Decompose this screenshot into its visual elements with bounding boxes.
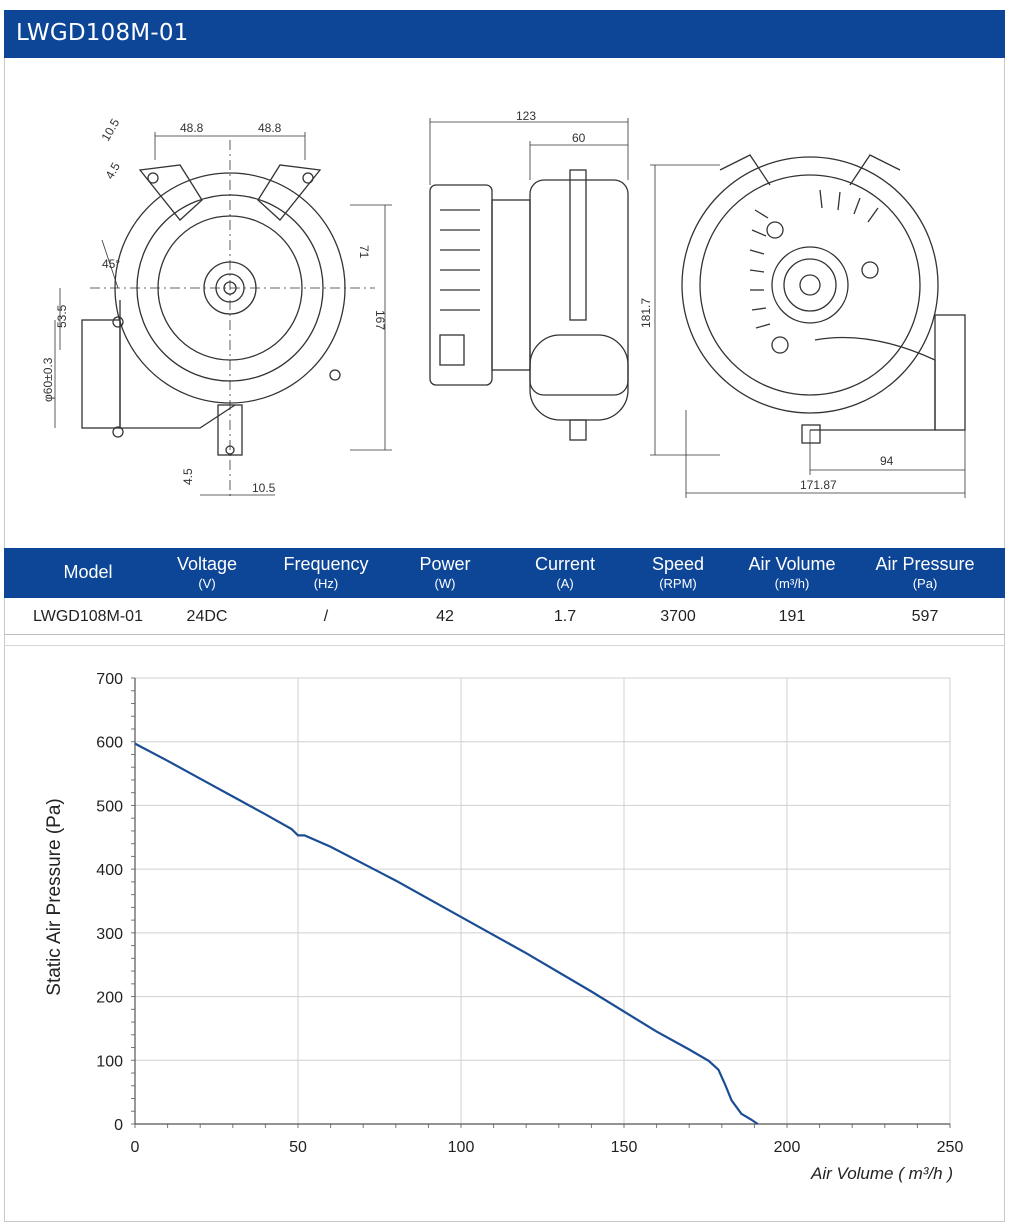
series-line <box>134 742 759 1125</box>
y-tick-label: 700 <box>96 671 123 688</box>
val-frequency: / <box>323 608 329 625</box>
dim-rear-3: 171.87 <box>800 478 837 492</box>
x-tick-label: 50 <box>289 1139 307 1156</box>
y-tick-label: 100 <box>96 1053 123 1070</box>
side-view <box>429 118 629 441</box>
dim-front-11: 10.5 <box>252 481 276 495</box>
dim-front-1: 48.8 <box>180 121 204 135</box>
dim-front-4: 4.5 <box>102 160 123 182</box>
y-tick-label: 300 <box>96 926 123 943</box>
dim-front-3: 10.5 <box>98 116 122 144</box>
dim-front-2: 48.8 <box>258 121 282 135</box>
dim-front-10: 4.5 <box>181 468 195 485</box>
val-speed: 3700 <box>660 608 696 625</box>
title-bar: LWGD108M-01 <box>4 10 1005 58</box>
spec-table-header: Model Voltage (V) Frequency (Hz) Power (… <box>4 548 1005 598</box>
dim-rear-2: 94 <box>880 454 894 468</box>
dim-front-7: 167 <box>373 310 387 330</box>
col-speed: Speed (RPM) <box>651 554 705 591</box>
y-tick-label: 500 <box>96 798 123 815</box>
val-model: LWGD108M-01 <box>33 608 143 625</box>
col-current: Current (A) <box>534 554 596 591</box>
col-air-volume: Air Volume (m³/h) <box>748 554 836 591</box>
x-tick-label: 250 <box>937 1139 964 1156</box>
front-view <box>54 132 392 500</box>
dim-side-1: 123 <box>516 109 536 123</box>
x-tick-label: 0 <box>131 1139 140 1156</box>
page-title: LWGD108M-01 <box>16 20 189 46</box>
section-divider <box>4 645 1005 646</box>
col-power: Power (W) <box>419 554 471 591</box>
val-air-volume: 191 <box>778 608 806 625</box>
rear-view <box>650 154 966 498</box>
col-frequency: Frequency (Hz) <box>283 554 369 591</box>
dim-front-6: 71 <box>357 245 371 259</box>
pq-curve-chart: 0 100 200 300 400 500 600 700 0 50 100 150 200 250 S… <box>44 671 964 1183</box>
val-current: 1.7 <box>553 608 577 625</box>
dim-rear-1: 181.7 <box>639 298 653 328</box>
col-air-pressure: Air Pressure (Pa) <box>875 554 975 591</box>
col-model: Model <box>63 562 113 582</box>
y-tick-label: 0 <box>114 1117 123 1134</box>
x-axis-label: Air Volume ( m³/h ) <box>810 1164 953 1183</box>
y-tick-label: 600 <box>96 735 123 752</box>
col-voltage: Voltage (V) <box>176 554 238 591</box>
y-tick-label: 400 <box>96 862 123 879</box>
dim-side-2: 60 <box>572 131 586 145</box>
dim-front-9: φ60±0.3 <box>41 357 55 402</box>
val-power: 42 <box>436 608 454 625</box>
x-tick-label: 150 <box>611 1139 638 1156</box>
x-tick-label: 200 <box>774 1139 801 1156</box>
val-voltage: 24DC <box>186 608 228 625</box>
dim-front-8: 53.5 <box>55 304 69 328</box>
spec-table-row: LWGD108M-01 24DC / 42 1.7 3700 191 597 <box>4 598 1005 635</box>
y-tick-label: 200 <box>96 990 123 1007</box>
val-air-pressure: 597 <box>911 608 939 625</box>
dim-front-5: 45° <box>102 257 120 271</box>
y-axis-label: Static Air Pressure (Pa) <box>44 798 65 995</box>
technical-drawing: 48.8 48.8 10.5 4.5 45° 71 167 53.5 φ60±0… <box>41 109 966 500</box>
x-tick-label: 100 <box>448 1139 475 1156</box>
